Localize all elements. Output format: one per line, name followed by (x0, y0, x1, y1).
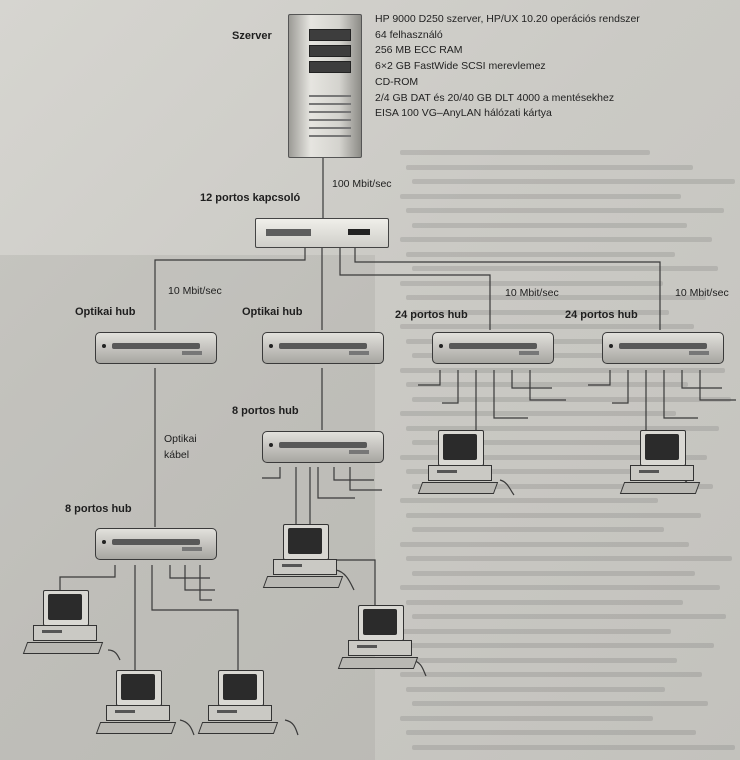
background-text-line (412, 614, 726, 619)
workstation-icon (619, 430, 704, 502)
background-text-line (406, 251, 675, 257)
hub24-2 (602, 332, 724, 364)
drive-bay (309, 45, 351, 57)
fiber-label-line2: kábel (164, 449, 190, 461)
optical-hub-1-label: Optikai hub (75, 306, 136, 318)
background-text-line (406, 295, 706, 300)
background-text-line (406, 512, 701, 518)
background-text-line (400, 193, 681, 199)
background-text-line (406, 164, 693, 170)
fiber-label-line1: Optikai (164, 433, 197, 445)
link-hub24-1 (339, 246, 491, 330)
background-page-text (400, 0, 740, 760)
background-text-line (412, 527, 664, 532)
background-text-line (406, 425, 719, 431)
background-text-line (400, 150, 650, 155)
background-text-line (400, 498, 658, 503)
hub24-2-label: 24 portos hub (565, 309, 638, 321)
hub8-left-label: 8 portos hub (65, 503, 132, 515)
workstation-icon (417, 430, 502, 502)
server-tower (288, 14, 362, 158)
background-text-line (400, 541, 689, 547)
background-text-line (412, 396, 731, 402)
workstation-icon (262, 524, 347, 596)
background-text-line (406, 469, 670, 474)
hub8-left (95, 528, 217, 560)
background-text-line (400, 237, 712, 242)
background-text-line (400, 367, 725, 373)
link-hub24-2 (354, 246, 661, 330)
background-text-line (400, 411, 676, 416)
background-text-line (406, 730, 696, 735)
background-text-line (412, 353, 700, 358)
drive-bay (309, 29, 351, 41)
background-text-line (412, 657, 677, 663)
speed-label-left: 10 Mbit/sec (168, 285, 222, 297)
spec-line: 6×2 GB FastWide SCSI merevlemez (375, 60, 546, 73)
hub8-mid (262, 431, 384, 463)
workstation-icon (22, 590, 107, 662)
background-text-line (412, 440, 682, 445)
background-text-line (406, 208, 724, 213)
background-text-line (412, 222, 687, 228)
switch-label: 12 portos kapcsoló (200, 192, 301, 204)
background-text-line (406, 382, 688, 387)
background-text-line (412, 570, 695, 576)
switch-display (348, 229, 370, 235)
spec-line: 2/4 GB DAT és 20/40 GB DLT 4000 a mentés… (375, 91, 615, 104)
background-text-line (412, 744, 735, 750)
background-text-line (412, 179, 735, 184)
speed-label-mid: 10 Mbit/sec (505, 287, 559, 299)
optical-hub-1 (95, 332, 217, 364)
background-text-line (412, 309, 669, 315)
background-text-line (400, 585, 720, 590)
background-text-line (400, 628, 671, 634)
hub24-1-label: 24 portos hub (395, 309, 468, 321)
spec-line: CD-ROM (375, 75, 419, 88)
link-optical-hub-1 (154, 246, 306, 330)
spec-line: EISA 100 VG–AnyLAN hálózati kártya (375, 107, 552, 120)
background-text-line (406, 643, 714, 648)
background-text-line (400, 454, 707, 460)
server-spec-list: HP 9000 D250 szerver, HP/UX 10.20 operác… (375, 12, 640, 122)
workstation-icon (197, 670, 282, 742)
background-text-line (400, 715, 653, 721)
spec-line: 256 MB ECC RAM (375, 44, 463, 57)
uplink-speed-label: 100 Mbit/sec (332, 178, 392, 190)
spec-line: HP 9000 D250 szerver, HP/UX 10.20 operác… (375, 13, 640, 25)
speed-label-right: 10 Mbit/sec (675, 287, 729, 299)
optical-hub-2-label: Optikai hub (242, 306, 303, 318)
spec-line: 64 felhasználó (375, 28, 443, 41)
optical-hub-2 (262, 332, 384, 364)
background-text-line (400, 324, 694, 329)
hub24-1 (432, 332, 554, 364)
background-text-line (412, 266, 718, 271)
background-text-line (412, 701, 708, 706)
background-text-line (406, 599, 683, 605)
background-text-line (400, 280, 663, 286)
switch-device (255, 218, 389, 248)
background-text-line (412, 483, 713, 489)
server-label: Szerver (232, 30, 272, 42)
drive-bay (309, 61, 351, 73)
background-text-line (400, 672, 702, 677)
hub8-mid-label: 8 portos hub (232, 405, 299, 417)
switch-ports (266, 229, 311, 236)
workstation-icon (95, 670, 180, 742)
background-text-line (406, 686, 665, 692)
workstation-icon (337, 605, 422, 677)
background-text-line (406, 556, 732, 561)
